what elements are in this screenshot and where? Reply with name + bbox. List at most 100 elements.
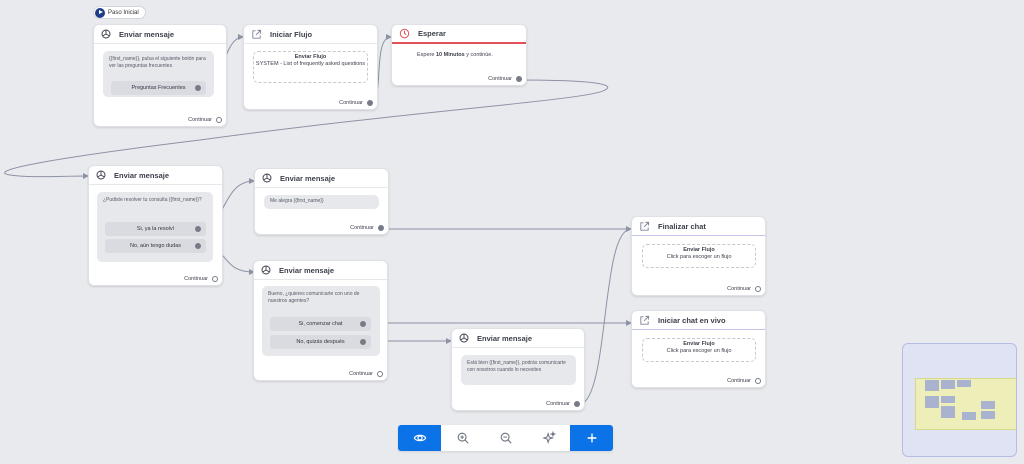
flow-selector-text: Click para escoger un flujo: [666, 254, 732, 260]
node-header: Finalizar chat: [632, 217, 765, 236]
node-title: Enviar mensaje: [477, 333, 533, 343]
output-handle[interactable]: [360, 321, 366, 327]
continue-label: Continuar: [350, 225, 374, 231]
node-title: Enviar mensaje: [114, 170, 170, 180]
plus-icon: [587, 433, 596, 443]
node-send-message-5[interactable]: Enviar mensaje Está bien {{first_name}},…: [451, 328, 585, 411]
continue-label: Continuar: [184, 276, 208, 282]
output-handle[interactable]: [377, 371, 383, 377]
output-handle[interactable]: [755, 378, 761, 384]
quick-reply-button[interactable]: Si, ya la resolví: [105, 222, 206, 236]
output-handle[interactable]: [195, 85, 201, 91]
wait-value: 10 Minutos: [435, 52, 465, 58]
quick-reply-button[interactable]: No, quizás después: [270, 335, 371, 349]
node-header: Enviar mensaje: [255, 169, 388, 188]
quick-reply-label: Preguntas Frecuentes: [131, 85, 186, 91]
output-handle[interactable]: [367, 100, 373, 106]
continue-output[interactable]: Continuar: [546, 401, 580, 407]
zoom-out-button[interactable]: [484, 425, 527, 451]
sparkles-icon: [541, 431, 556, 444]
quick-reply-button[interactable]: Si, comenzar chat: [270, 317, 371, 331]
continue-output[interactable]: Continuar: [184, 276, 218, 282]
wait-suffix: y continúe.: [466, 52, 493, 58]
continue-output[interactable]: Continuar: [727, 286, 761, 292]
node-header: Enviar mensaje: [452, 329, 584, 348]
preview-button[interactable]: [398, 425, 441, 451]
minimap-node: [941, 396, 955, 403]
node-title: Iniciar chat en vivo: [658, 315, 726, 325]
output-handle[interactable]: [755, 286, 761, 292]
continue-output[interactable]: Continuar: [188, 117, 222, 123]
minimap[interactable]: [902, 343, 1017, 457]
flow-selector[interactable]: Enviar Flujo Click para escoger un flujo: [642, 244, 756, 268]
output-handle[interactable]: [378, 225, 384, 231]
node-start-live-chat[interactable]: Iniciar chat en vivo Enviar Flujo Click …: [631, 310, 766, 388]
add-node-button[interactable]: [570, 425, 613, 451]
output-handle[interactable]: [360, 339, 366, 345]
zoom-in-button[interactable]: [441, 425, 484, 451]
minimap-node: [925, 396, 939, 408]
node-title: Esperar: [418, 29, 446, 38]
openai-icon: [96, 170, 106, 180]
node-header: Iniciar Flujo: [244, 25, 377, 44]
output-handle[interactable]: [516, 76, 522, 82]
flow-selector[interactable]: Enviar Flujo SYSTEM - List of frequently…: [253, 51, 368, 83]
openai-icon: [459, 333, 469, 343]
node-send-message-1[interactable]: Enviar mensaje {{first_name}}, pulsa el …: [93, 24, 227, 127]
continue-output[interactable]: Continuar: [727, 378, 761, 384]
node-send-message-2[interactable]: Enviar mensaje ¿Pudiste resolver tu cons…: [88, 165, 223, 286]
zoom-in-icon: [457, 432, 469, 444]
continue-label: Continuar: [727, 286, 751, 292]
quick-reply-button[interactable]: No, aún tengo dudas: [105, 239, 206, 253]
openai-icon: [261, 265, 271, 275]
node-start-flow[interactable]: Iniciar Flujo Enviar Flujo SYSTEM - List…: [243, 24, 378, 110]
output-handle[interactable]: [216, 117, 222, 123]
zoom-out-icon: [500, 432, 512, 444]
minimap-node: [962, 412, 976, 420]
output-handle[interactable]: [212, 276, 218, 282]
node-header: Iniciar chat en vivo: [632, 311, 765, 330]
play-icon: [95, 7, 105, 18]
openai-icon: [101, 29, 111, 39]
continue-label: Continuar: [727, 378, 751, 384]
continue-label: Continuar: [339, 100, 363, 106]
flow-selector-title: Enviar Flujo: [294, 54, 327, 60]
canvas-toolbar: [398, 425, 613, 451]
wait-duration-text[interactable]: Espere 10 Minutos y continúe.: [417, 52, 493, 58]
quick-reply-button[interactable]: Preguntas Frecuentes: [111, 81, 206, 95]
continue-output[interactable]: Continuar: [339, 100, 373, 106]
wait-prefix: Espere: [417, 52, 435, 58]
minimap-node: [981, 401, 995, 409]
continue-output[interactable]: Continuar: [349, 371, 383, 377]
output-handle[interactable]: [195, 243, 201, 249]
node-header: Enviar mensaje: [94, 25, 226, 44]
node-title: Enviar mensaje: [279, 265, 335, 275]
start-step-tag[interactable]: Paso Inicial: [93, 6, 146, 19]
node-title: Enviar mensaje: [280, 173, 336, 183]
external-link-icon: [252, 29, 262, 39]
continue-label: Continuar: [188, 117, 212, 123]
node-send-message-4[interactable]: Enviar mensaje Bueno, ¿quieres comunicar…: [253, 260, 388, 381]
auto-layout-button[interactable]: [527, 425, 570, 451]
node-end-chat[interactable]: Finalizar chat Enviar Flujo Click para e…: [631, 216, 766, 296]
external-link-icon: [640, 221, 650, 231]
continue-label: Continuar: [546, 401, 570, 407]
quick-reply-label: No, aún tengo dudas: [129, 243, 182, 249]
eye-icon: [413, 434, 426, 442]
message-bubble[interactable]: Está bien {{first_name}}, podrás comunic…: [461, 355, 576, 385]
output-handle[interactable]: [195, 226, 201, 232]
openai-icon: [262, 173, 272, 183]
minimap-node: [925, 380, 939, 391]
continue-label: Continuar: [349, 371, 373, 377]
flow-selector-title: Enviar Flujo: [683, 247, 715, 253]
node-wait[interactable]: Esperar Espere 10 Minutos y continúe. Co…: [391, 24, 527, 86]
node-send-message-3[interactable]: Enviar mensaje Me alegra {{first_name}} …: [254, 168, 389, 235]
flow-selector[interactable]: Enviar Flujo Click para escoger un flujo: [642, 338, 756, 362]
message-bubble[interactable]: Me alegra {{first_name}}: [264, 195, 379, 209]
output-handle[interactable]: [574, 401, 580, 407]
continue-output[interactable]: Continuar: [350, 225, 384, 231]
continue-output[interactable]: Continuar: [488, 76, 522, 82]
minimap-node: [941, 380, 955, 389]
node-title: Finalizar chat: [658, 221, 706, 231]
node-header: Esperar: [392, 25, 526, 44]
